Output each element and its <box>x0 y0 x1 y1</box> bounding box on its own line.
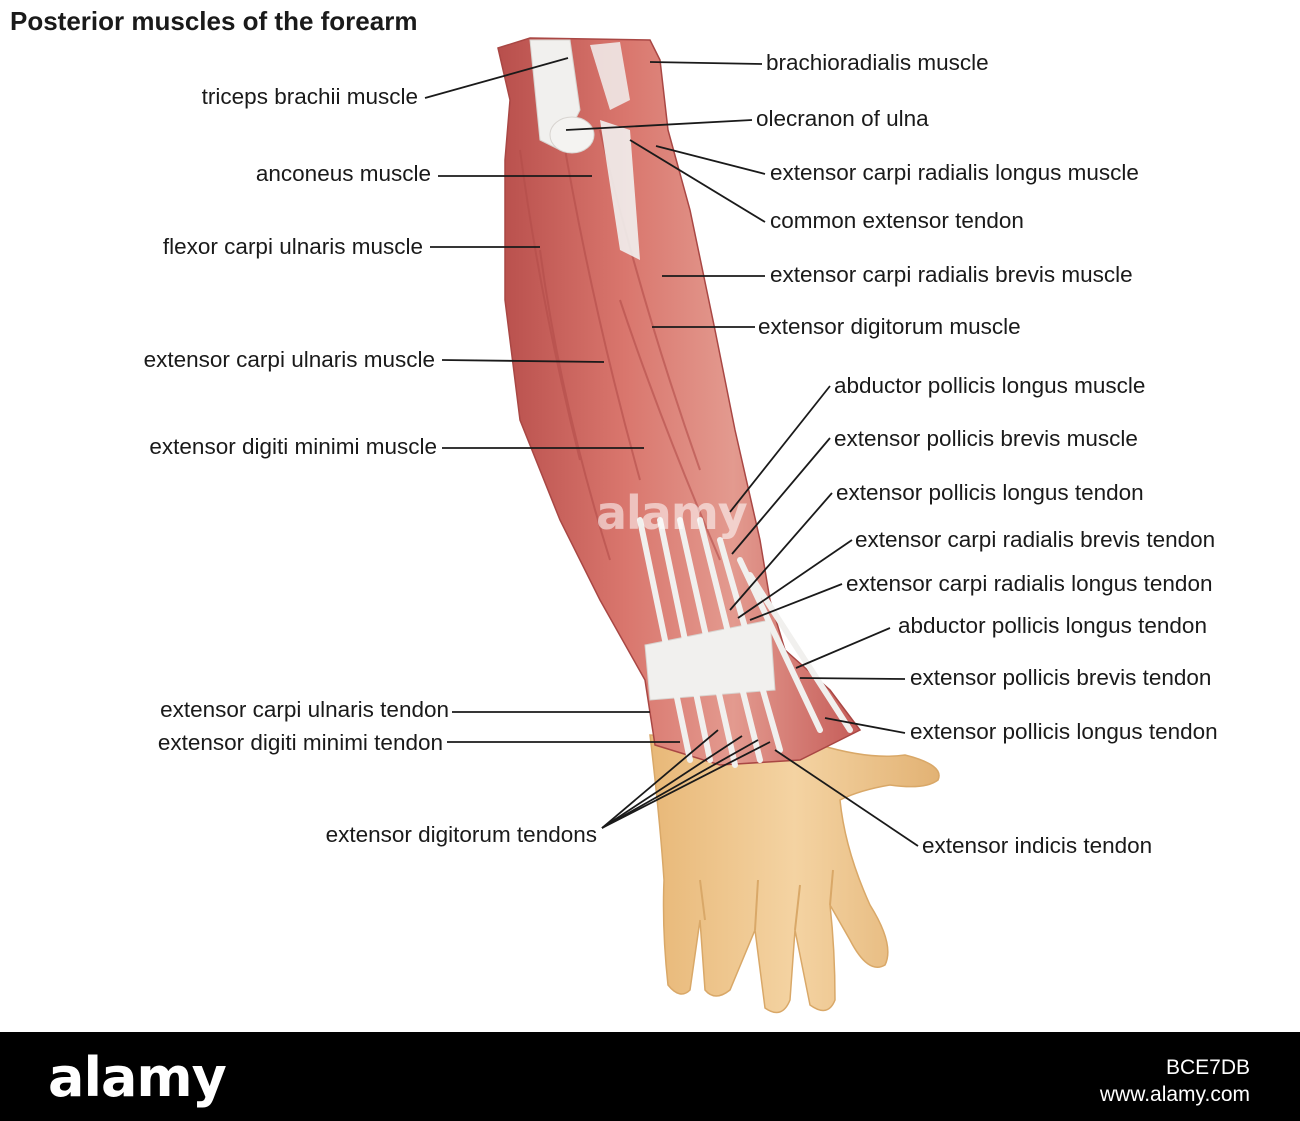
label-epb-muscle: extensor pollicis brevis muscle <box>834 426 1138 451</box>
label-extensor-indicis-tendon: extensor indicis tendon <box>922 833 1153 858</box>
watermark-logo: alamy <box>596 486 748 540</box>
label-epb-tendon: extensor pollicis brevis tendon <box>910 665 1212 690</box>
hand <box>649 734 940 1014</box>
label-extensor-carpi-ulnaris: extensor carpi ulnaris muscle <box>143 347 435 372</box>
diagram-figure: Posterior muscles of the forearm alamy t… <box>10 6 1218 1014</box>
label-apl-tendon: abductor pollicis longus tendon <box>898 613 1207 638</box>
label-brachioradialis: brachioradialis muscle <box>766 50 989 75</box>
label-extensor-digitorum: extensor digitorum muscle <box>758 314 1021 339</box>
leader-lines <box>424 57 919 847</box>
image-id: BCE7DB <box>1165 1056 1250 1079</box>
label-epl-tendon-upper: extensor pollicis longus tendon <box>836 480 1144 505</box>
label-apl-muscle: abductor pollicis longus muscle <box>834 373 1146 398</box>
label-common-extensor-tendon: common extensor tendon <box>770 208 1024 233</box>
label-extensor-digitorum-tendons: extensor digitorum tendons <box>325 822 597 847</box>
stock-footer-bar: alamy BCE7DB www.alamy.com <box>0 1032 1300 1121</box>
label-ecrb-tendon: extensor carpi radialis brevis tendon <box>855 527 1216 552</box>
label-ecrl-tendon: extensor carpi radialis longus tendon <box>846 571 1213 596</box>
label-epl-tendon-lower: extensor pollicis longus tendon <box>910 719 1218 744</box>
diagram-title: Posterior muscles of the forearm <box>10 6 418 36</box>
label-ecrb-muscle: extensor carpi radialis brevis muscle <box>770 262 1133 287</box>
forearm-muscles <box>497 37 862 768</box>
label-ecu-tendon: extensor carpi ulnaris tendon <box>160 697 449 722</box>
forearm-illustration <box>424 37 940 1014</box>
site-url: www.alamy.com <box>1099 1083 1250 1106</box>
alamy-logo: alamy <box>48 1046 227 1109</box>
label-anconeus: anconeus muscle <box>255 161 431 186</box>
label-triceps: triceps brachii muscle <box>201 84 418 109</box>
label-flexor-carpi-ulnaris: flexor carpi ulnaris muscle <box>162 234 423 259</box>
image-id-block: BCE7DB www.alamy.com <box>1100 1054 1250 1108</box>
label-extensor-digiti-minimi: extensor digiti minimi muscle <box>149 434 437 459</box>
label-olecranon: olecranon of ulna <box>756 106 929 131</box>
label-ecrl-muscle: extensor carpi radialis longus muscle <box>770 160 1139 185</box>
label-edm-tendon: extensor digiti minimi tendon <box>157 730 443 755</box>
